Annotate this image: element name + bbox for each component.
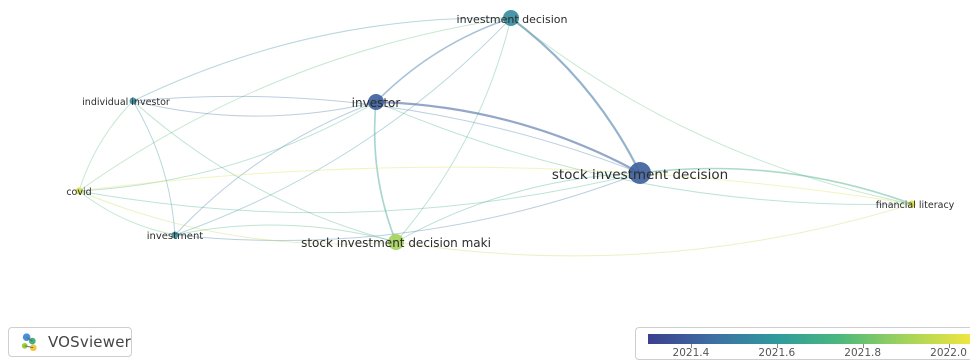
color-legend: 2021.4 2021.6 2021.8 2022.0 [635, 327, 970, 360]
legend-tick-label: 2021.4 [672, 347, 710, 359]
link-stock-investment-decision-maki-financial-literacy [395, 203, 913, 257]
link-investment-decision-stock-investment-decision-maki [395, 17, 512, 243]
link-investor-individual-investor [132, 100, 377, 117]
node-layer [75, 10, 916, 250]
link-layer [78, 17, 913, 257]
label-stock-investment-decision-maki[interactable]: stock investment decision maki [301, 236, 491, 250]
link-stock-investment-decision-maki-covid [78, 190, 397, 245]
link-investment-decision-investor [375, 17, 512, 103]
link-investor-stock-investment-decision-maki [373, 101, 397, 243]
legend-tick-label: 2021.6 [758, 347, 796, 359]
node-stock-investment-decision[interactable] [629, 162, 651, 184]
link-stock-investment-decision-stock-investment-decision-maki [395, 172, 641, 243]
link-investor-investment [174, 101, 377, 236]
link-investment-decision-investment [174, 17, 512, 236]
node-investment-decision[interactable] [503, 10, 519, 26]
label-investment-decision[interactable]: investment decision [457, 13, 568, 26]
link-individual-investor-investment [132, 100, 176, 236]
link-covid-financial-literacy [78, 166, 913, 205]
label-investor[interactable]: investor [352, 96, 401, 110]
link-investor-stock-investment-decision [375, 100, 641, 174]
legend-tick-mark [862, 344, 864, 348]
link-investment-decision-covid [78, 17, 512, 192]
node-individual-investor[interactable] [129, 97, 137, 105]
label-individual-investor[interactable]: individual investor [82, 97, 170, 108]
link-covid-investment [78, 190, 176, 236]
link-investment-decision-individual-investor [132, 17, 512, 102]
legend-tick-label: 2021.8 [844, 347, 882, 359]
legend-color-bar [648, 334, 970, 344]
legend-tick-mark [948, 344, 950, 348]
link-individual-investor-covid [78, 100, 134, 192]
node-stock-investment-decision-maki[interactable] [388, 234, 404, 250]
vosviewer-logo-icon [21, 333, 37, 352]
link-stock-investment-decision-investment [174, 172, 641, 242]
node-investor[interactable] [368, 94, 384, 110]
label-covid[interactable]: covid [66, 187, 91, 198]
node-investment[interactable] [171, 231, 179, 239]
legend-tick-mark [690, 344, 692, 348]
link-investment-decision-financial-literacy [510, 17, 913, 205]
link-investor-covid [78, 101, 377, 192]
label-layer: investment decision investor individual in… [66, 13, 954, 250]
link-investment-decision-stock-investment-decision [510, 17, 641, 174]
label-investment[interactable]: investment [147, 231, 204, 242]
vosviewer-logo: VOSviewer [8, 327, 132, 357]
node-covid[interactable] [75, 187, 83, 195]
legend-tick-mark [776, 344, 778, 348]
link-stock-investment-decision-maki-investment [174, 224, 397, 243]
link-stock-investment-decision-individual-investor [132, 95, 641, 174]
link-stock-investment-decision-financial-literacy [639, 167, 913, 205]
legend-tick-label: 2022.0 [930, 347, 967, 359]
label-financial-literacy[interactable]: financial literacy [876, 200, 955, 211]
link-stock-investment-decision-covid [78, 172, 641, 214]
link-investor-financial-literacy [375, 101, 913, 206]
link-stock-investment-decision-maki-individual-investor [132, 100, 397, 243]
node-financial-literacy[interactable] [908, 200, 916, 208]
label-stock-investment-decision[interactable]: stock investment decision [552, 167, 728, 183]
logo-label: VOSviewer [47, 333, 131, 351]
